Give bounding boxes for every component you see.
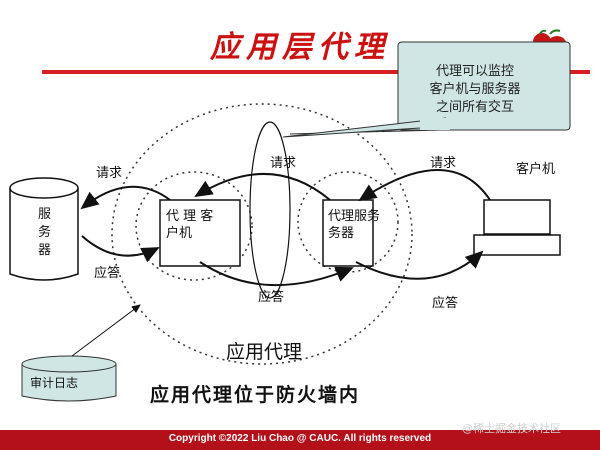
monitor-ellipse [249,121,291,299]
application-proxy-label: 应用代理 [226,341,303,363]
title-underline [42,70,590,74]
request-label-right: 请求 [430,156,457,171]
proxy-server-label: 代理服务 务器 [328,209,381,241]
arrow-request-left [80,185,171,210]
footer-copyright: Copyright ©2022 Liu Chao @ CAUC. All rig… [168,433,432,444]
proxy-client-label: 代 理 客 户机 [166,209,214,241]
request-label-left: 请求 [96,166,123,181]
proxy-server-box [322,199,374,267]
application-proxy-region [111,103,413,365]
arrow-response-left [81,235,160,263]
callout-line: 代理可以监控 [435,64,514,79]
response-label-mid: 应答 [258,290,285,305]
response-label-right: 应答 [432,296,459,311]
arrow-response-right [355,250,484,280]
client-computer-icon [473,199,561,256]
slide-caption: 应用代理位于防火墙内 [150,384,361,406]
arrow-request-right [358,169,491,202]
proxy-client-box [159,199,241,267]
request-label-mid: 请求 [270,156,297,171]
arrow-response-mid [199,261,354,287]
response-label-left: 应答 [94,266,121,281]
callout-text: 代理可以监控 客户机与服务器 之间所有交互 [405,63,545,117]
arrow-request-mid [194,172,331,201]
footer-bar [0,430,600,450]
audit-arrow [71,304,141,357]
proxy-client-circle [135,171,253,281]
watermark: @稀土掘金技术社区 [462,422,561,435]
server-cylinder [9,177,79,281]
callout-line: 之间所有交互 [435,100,514,115]
audit-log-label: 审计日志 [30,376,79,390]
slide-title: 应用层代理 [210,30,390,65]
proxy-diagram [9,41,571,402]
client-label: 客户机 [516,162,556,177]
callout-line: 客户机与服务器 [429,82,521,97]
server-label: 服 务 器 [38,207,52,258]
audit-log-cylinder [21,355,117,402]
